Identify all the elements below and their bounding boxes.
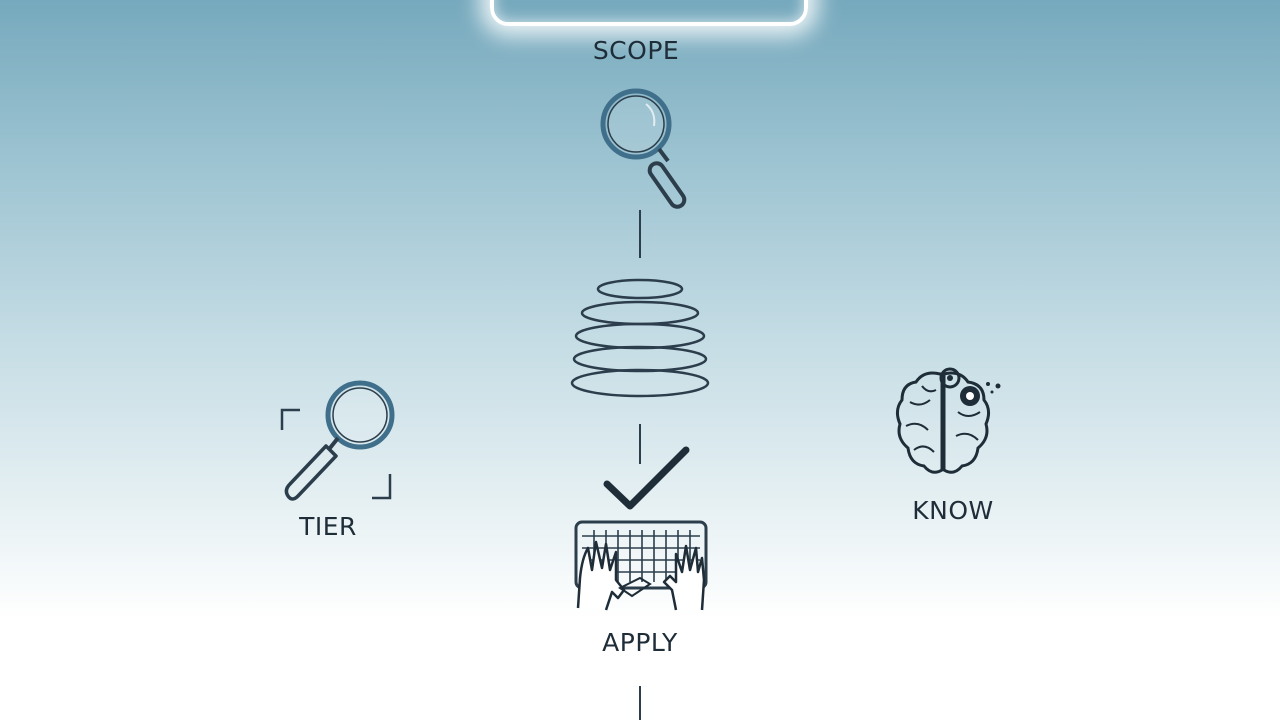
connector-line	[639, 210, 641, 258]
know-label: KNOW	[912, 496, 994, 525]
top-glow-box	[490, 0, 808, 26]
stacked-layers-icon	[568, 278, 712, 400]
magnifier-icon	[596, 86, 706, 216]
connector-line	[639, 686, 641, 720]
brain-icon	[894, 366, 1006, 480]
apply-label: APPLY	[602, 628, 678, 657]
checkmark-icon	[603, 446, 690, 512]
keyboard-hands-icon	[572, 518, 710, 614]
tier-label: TIER	[299, 512, 357, 541]
scope-label: SCOPE	[592, 36, 680, 65]
connector-line	[639, 424, 641, 464]
magnifier-frame-icon	[278, 378, 398, 504]
